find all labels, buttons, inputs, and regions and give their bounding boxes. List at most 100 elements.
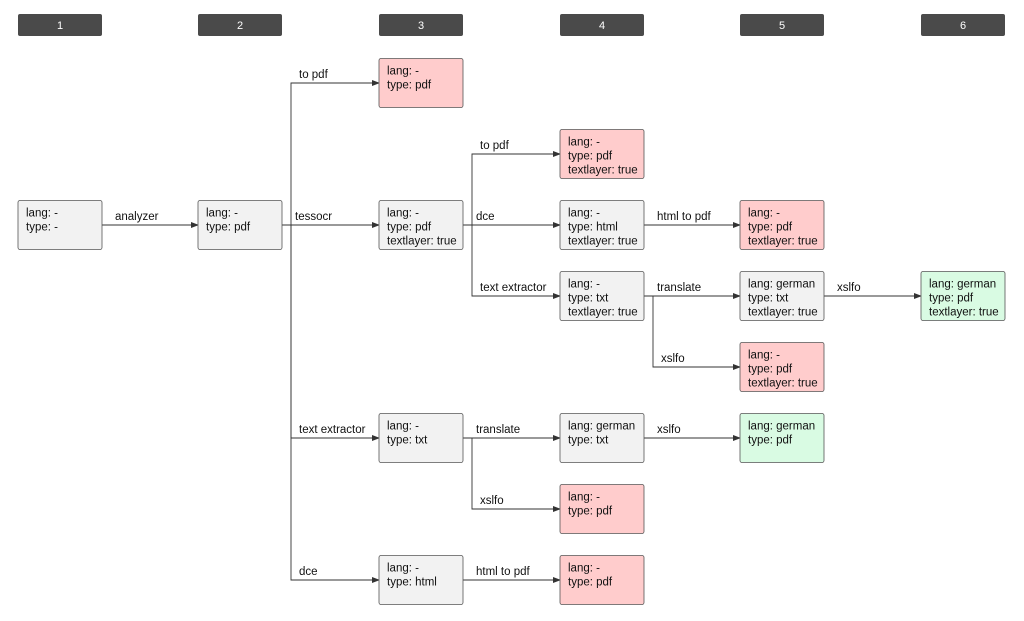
- edge: dce: [463, 211, 561, 228]
- node-line: type: pdf: [206, 222, 251, 234]
- edge-label: xslfo: [661, 353, 685, 365]
- edge: xslfo: [644, 424, 741, 441]
- edge-arrow: [282, 224, 380, 441]
- edge: xslfo: [644, 295, 741, 370]
- node-line: type: txt: [387, 435, 428, 447]
- edge: translate: [463, 424, 561, 441]
- node-box: [378, 413, 464, 463]
- node-n4e: lang: -type: pdf: [559, 484, 645, 534]
- node-line: type: txt: [568, 435, 609, 447]
- node-line: type: pdf: [387, 80, 432, 92]
- column-header: 1: [18, 14, 102, 36]
- node-line: textlayer: true: [568, 236, 638, 248]
- node-line: lang: -: [748, 208, 780, 220]
- node-line: lang: -: [568, 137, 600, 149]
- node-line: lang: -: [568, 208, 600, 220]
- node-box: [559, 271, 645, 321]
- edge: xslfo: [463, 437, 561, 512]
- node-line: lang: -: [206, 208, 238, 220]
- column-header-box: [198, 14, 282, 36]
- column-header-label: 5: [779, 20, 785, 32]
- edge-label: html to pdf: [476, 566, 530, 578]
- node-line: type: pdf: [748, 364, 793, 376]
- node-line: lang: -: [26, 208, 58, 220]
- edge-label: translate: [657, 282, 701, 294]
- edge: xslfo: [824, 282, 922, 299]
- node-box: [920, 271, 1006, 321]
- edge: to pdf: [282, 69, 380, 226]
- node-line: lang: -: [748, 350, 780, 362]
- node-line: type: pdf: [748, 222, 793, 234]
- edge: tessocr: [282, 211, 380, 228]
- node-line: textlayer: true: [748, 307, 818, 319]
- edge-arrow: [282, 80, 380, 226]
- node-line: textlayer: true: [568, 165, 638, 177]
- edge-label: xslfo: [480, 495, 504, 507]
- edge-label: tessocr: [295, 211, 332, 223]
- edge: html to pdf: [463, 566, 561, 583]
- node-line: textlayer: true: [748, 236, 818, 248]
- node-box: [739, 342, 825, 392]
- edge: analyzer: [102, 211, 199, 228]
- node-n4b: lang: - type: html textlayer: true: [559, 200, 645, 250]
- column-header-label: 1: [57, 20, 63, 32]
- node-n3d: lang: -type: html: [378, 555, 464, 605]
- node-n3a: lang: -type: pdf: [378, 58, 464, 108]
- node-box: [559, 129, 645, 179]
- column-header-label: 4: [599, 20, 605, 32]
- edge: text extractor: [463, 224, 561, 299]
- column-header: 2: [198, 14, 282, 36]
- column-header: 5: [740, 14, 824, 36]
- edge-arrow: [282, 224, 380, 583]
- edge-arrow: [644, 295, 741, 370]
- node-box: [739, 271, 825, 321]
- node-box: [378, 200, 464, 250]
- edge: dce: [282, 224, 380, 583]
- edge-label: html to pdf: [657, 211, 711, 223]
- node-line: type: html: [387, 577, 437, 589]
- edge-arrow: [463, 224, 561, 299]
- node-line: type: pdf: [387, 222, 432, 234]
- edge-label: translate: [476, 424, 520, 436]
- column-header-box: [921, 14, 1005, 36]
- node-line: lang: -: [387, 208, 419, 220]
- node-line: textlayer: true: [748, 378, 818, 390]
- node-line: type: -: [26, 222, 58, 234]
- node-line: lang: german: [748, 279, 815, 291]
- node-line: textlayer: true: [387, 236, 457, 248]
- node-box: [739, 200, 825, 250]
- node-box: [559, 413, 645, 463]
- node-line: type: pdf: [748, 435, 793, 447]
- node-n2: lang: - type: pdf: [197, 200, 283, 250]
- column-header-label: 2: [237, 20, 243, 32]
- node-line: lang: -: [568, 279, 600, 291]
- column-header-label: 3: [418, 20, 424, 32]
- edge: translate: [644, 282, 741, 299]
- node-n1: lang: - type: -: [17, 200, 103, 250]
- edge-label: analyzer: [115, 211, 159, 223]
- node-line: type: pdf: [929, 293, 974, 305]
- node-line: type: pdf: [568, 577, 613, 589]
- edge-label: dce: [299, 566, 318, 578]
- edge-label: text extractor: [480, 282, 547, 294]
- node-n5a: lang: - type: pdf textlayer: true: [739, 200, 825, 250]
- node-line: lang: -: [568, 563, 600, 575]
- column-header-box: [740, 14, 824, 36]
- node-line: textlayer: true: [568, 307, 638, 319]
- node-line: type: pdf: [568, 506, 613, 518]
- node-line: type: html: [568, 222, 618, 234]
- edge-arrow: [463, 437, 561, 512]
- node-box: [17, 200, 103, 250]
- column-header-box: [18, 14, 102, 36]
- node-box: [559, 200, 645, 250]
- node-n3c: lang: -type: txt: [378, 413, 464, 463]
- node-line: textlayer: true: [929, 307, 999, 319]
- edge-label: text extractor: [299, 424, 366, 436]
- edge: html to pdf: [644, 211, 741, 228]
